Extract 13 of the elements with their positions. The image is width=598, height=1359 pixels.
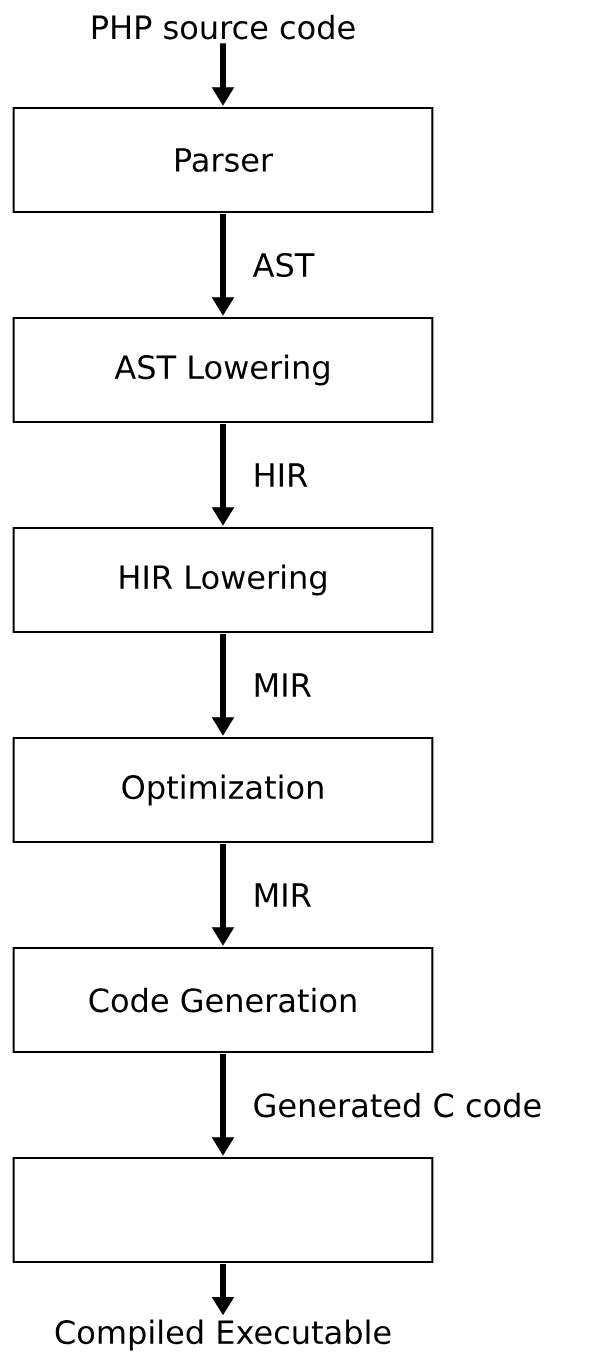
- edge-label: MIR: [255, 673, 311, 697]
- process-box: Parser: [12, 107, 434, 213]
- edge-label: MIR: [255, 883, 311, 907]
- process-box: [12, 1157, 434, 1263]
- edge-label: HIR: [255, 463, 308, 487]
- process-box: Code Generation: [12, 947, 434, 1053]
- edge-label: Generated C code: [254, 1092, 541, 1118]
- process-box: Optimization: [12, 737, 434, 843]
- process-box: HIR Lowering: [12, 527, 434, 633]
- process-box: AST Lowering: [12, 317, 434, 423]
- text-label: Compiled Executable: [55, 1319, 391, 1351]
- edge-label: AST: [252, 252, 315, 278]
- text-label: PHP source code: [92, 14, 355, 40]
